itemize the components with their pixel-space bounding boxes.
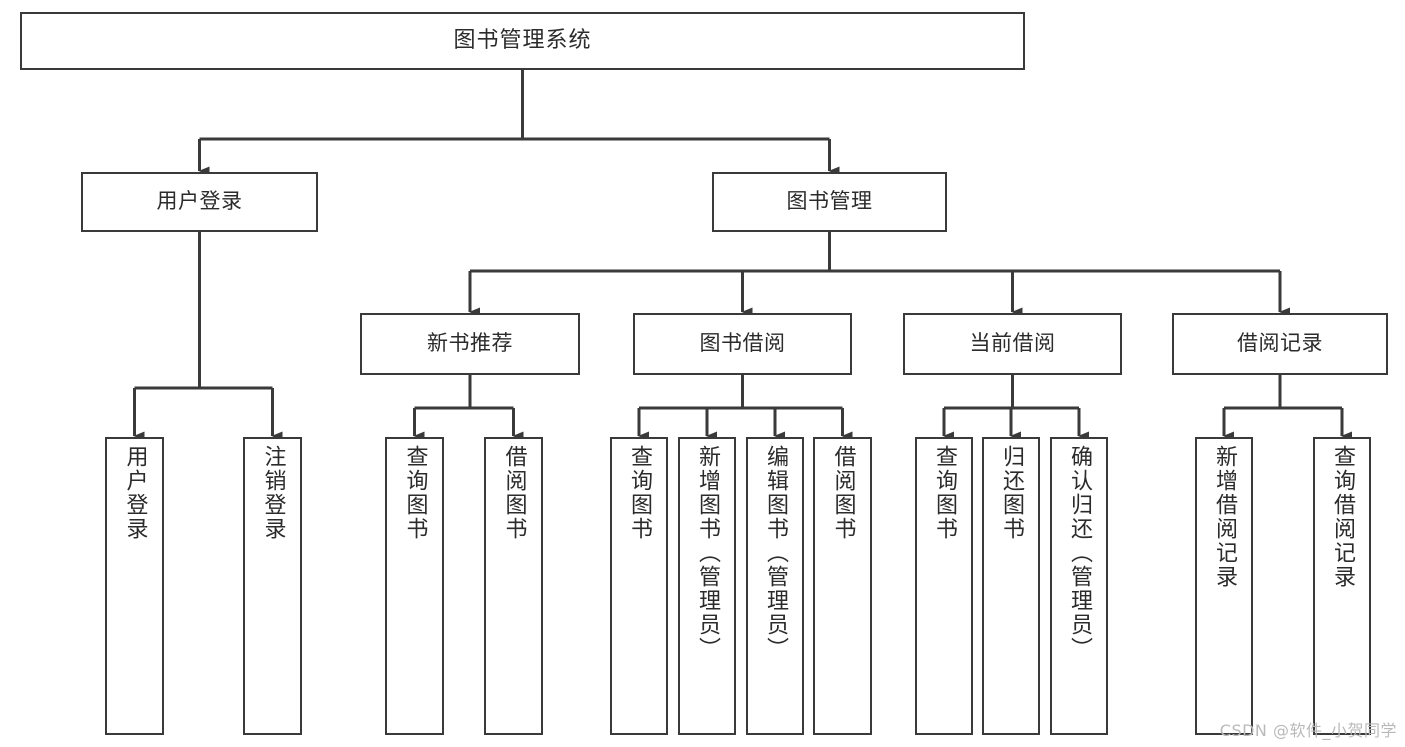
csdn-watermark: CSDN @软件_小贺同学 (1219, 721, 1397, 740)
node-label: 用户登录 (122, 445, 148, 541)
node-leaf-confirm-return-admin: 确认归还（管理员） (1050, 437, 1108, 735)
node-leaf-user-login: 用户登录 (105, 437, 164, 735)
node-current-borrow: 当前借阅 (903, 313, 1122, 375)
node-label: 新增图书（管理员） (695, 445, 720, 661)
node-book-borrow: 图书借阅 (633, 313, 852, 375)
node-label: 借阅记录 (1237, 331, 1323, 356)
node-label: 查询图书 (932, 445, 957, 541)
node-leaf-cur-query-book: 查询图书 (915, 437, 973, 735)
node-label: 查询图书 (627, 445, 652, 541)
node-label: 借阅图书 (501, 445, 527, 541)
node-leaf-rec-borrow-book: 借阅图书 (484, 437, 543, 735)
node-label: 查询图书 (402, 445, 428, 541)
node-label: 当前借阅 (969, 331, 1056, 356)
node-book-manage: 图书管理 (712, 172, 947, 232)
node-label: 编辑图书（管理员） (763, 445, 788, 661)
node-new-book-rec: 新书推荐 (360, 313, 580, 375)
node-label: 查询借阅记录 (1330, 445, 1355, 589)
node-label: 新增借阅记录 (1212, 445, 1237, 589)
node-leaf-edit-book-admin: 编辑图书（管理员） (746, 437, 804, 735)
node-label: 确认归还（管理员） (1067, 445, 1092, 661)
node-label: 图书借阅 (699, 331, 786, 356)
node-leaf-add-book-admin: 新增图书（管理员） (678, 437, 736, 735)
node-label: 注销登录 (260, 445, 286, 541)
node-leaf-query-borrow-record: 查询借阅记录 (1313, 437, 1371, 735)
node-label: 图书管理系统 (453, 27, 592, 53)
node-leaf-add-borrow-record: 新增借阅记录 (1195, 437, 1253, 735)
node-label: 借阅图书 (830, 445, 856, 541)
node-label: 用户登录 (156, 189, 243, 214)
node-label: 归还图书 (999, 445, 1024, 541)
node-leaf-borrow-query-book: 查询图书 (610, 437, 668, 735)
node-borrow-record: 借阅记录 (1172, 313, 1388, 375)
node-leaf-borrow-book: 借阅图书 (813, 437, 872, 735)
node-label: 图书管理 (786, 189, 873, 214)
node-label: 新书推荐 (427, 331, 513, 356)
node-root-system: 图书管理系统 (20, 12, 1025, 70)
node-leaf-user-logout: 注销登录 (243, 437, 302, 735)
node-user-login: 用户登录 (81, 172, 318, 232)
node-leaf-rec-query-book: 查询图书 (385, 437, 444, 735)
node-leaf-return-book: 归还图书 (982, 437, 1040, 735)
